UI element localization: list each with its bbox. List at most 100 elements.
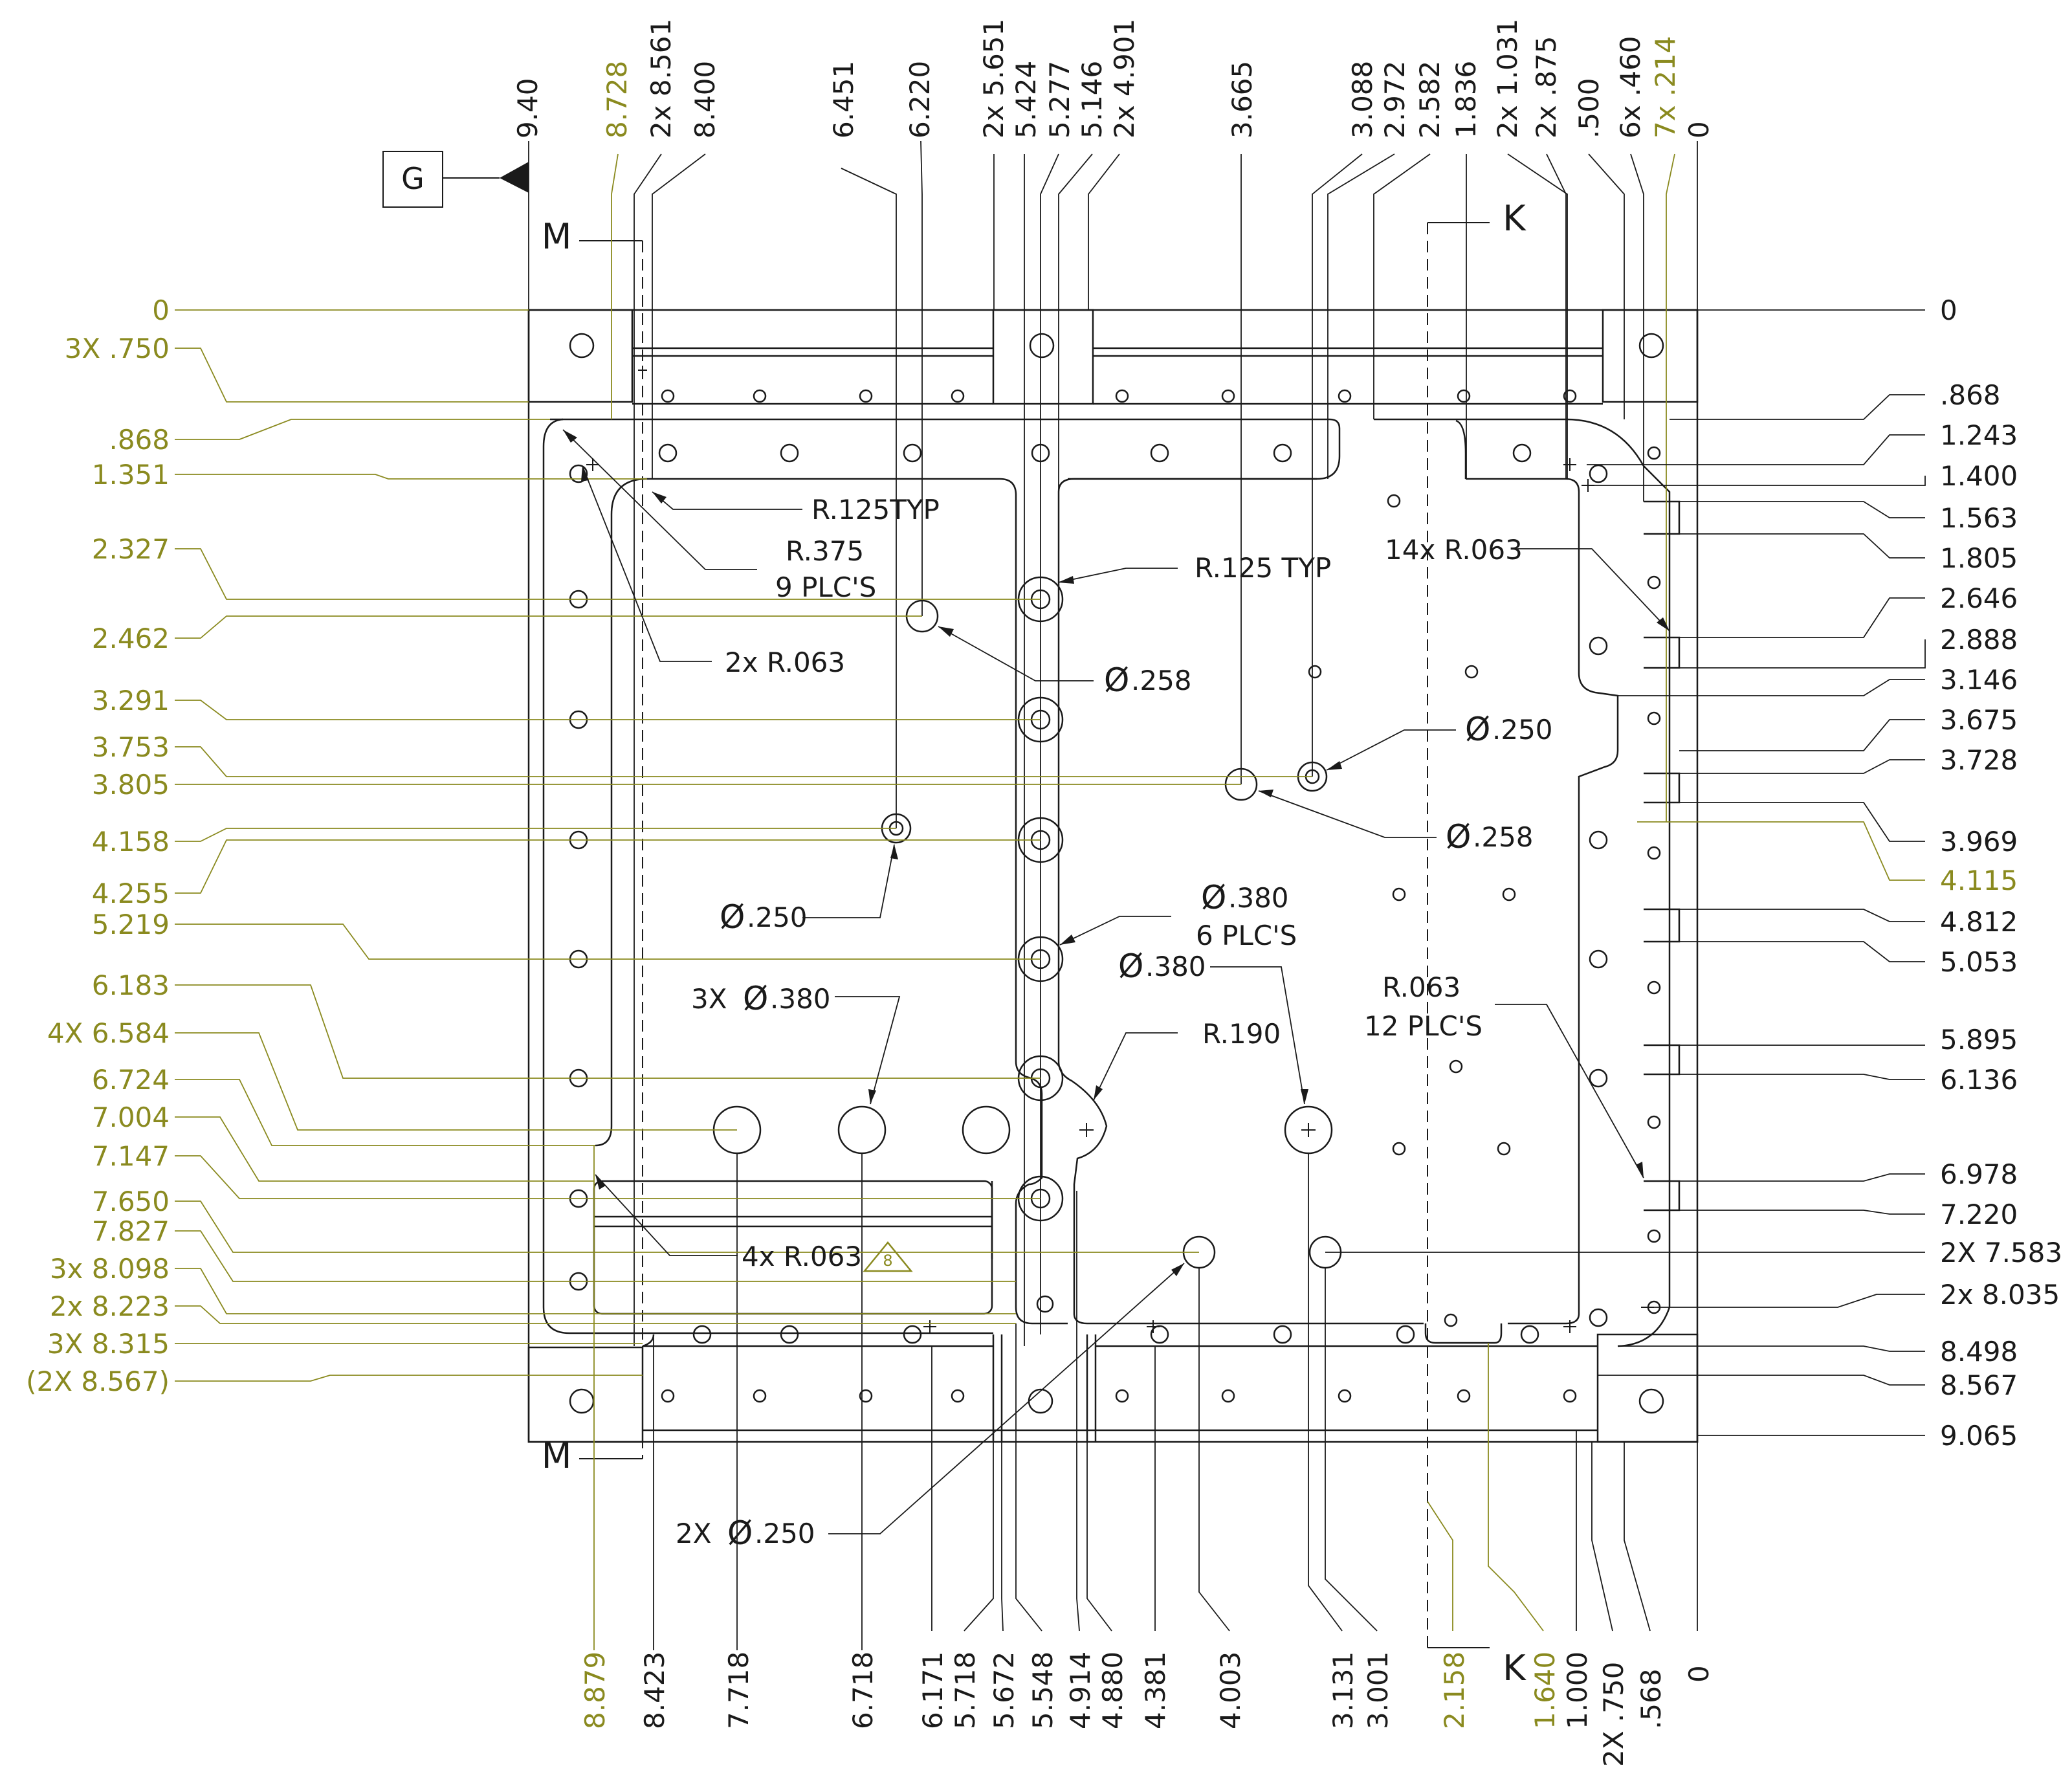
leader-line: [1679, 802, 1925, 842]
bottom-dim-label: 1.640: [1529, 1652, 1561, 1729]
hole: [1563, 389, 1577, 403]
hole: [1589, 949, 1608, 969]
top-dim-label: 5.424: [1010, 61, 1042, 138]
left-dim-label: 1.351: [92, 459, 170, 491]
left-dim-label: 3.291: [92, 685, 170, 716]
top-dim-label: 2.582: [1414, 61, 1446, 138]
hole: [1520, 1325, 1539, 1344]
datum-g-triangle: [500, 162, 529, 193]
center-pocket-left: [1057, 492, 1424, 1325]
hole: [1589, 830, 1608, 850]
top-dim-label: 3.665: [1226, 61, 1258, 138]
callout-leader: [1258, 790, 1437, 838]
arrowhead: [890, 845, 898, 859]
hole: [1221, 389, 1235, 403]
leader-line: [1001, 1442, 1004, 1632]
leader-line: [1373, 153, 1431, 419]
top-dim-label: 1.836: [1450, 61, 1482, 138]
leader-line: [1618, 1345, 1925, 1352]
arrowhead: [1636, 1162, 1644, 1178]
hole: [1563, 1389, 1577, 1403]
center-mark: [923, 1320, 936, 1333]
right-slot: [1644, 1180, 1681, 1211]
hole: [1457, 1389, 1471, 1403]
bottom-dim-label: 8.423: [639, 1652, 670, 1729]
left-dim-label: 7.147: [92, 1140, 170, 1172]
leader-line: [1308, 1153, 1343, 1632]
arrowhead: [1060, 935, 1075, 945]
right-slot: [1644, 500, 1681, 535]
leader-line-olive: [175, 348, 529, 403]
hole: [1221, 1389, 1235, 1403]
diameter-symbol: Ø: [743, 980, 768, 1017]
callout-leader: [835, 996, 901, 1105]
leader-line-olive: [1666, 153, 1675, 822]
center-mark: [1147, 1320, 1160, 1333]
bottom-dim-label: .568: [1635, 1668, 1667, 1729]
leader-line: [841, 168, 897, 828]
bottom-dim-label: 7.718: [723, 1652, 755, 1729]
leader-line-olive: [175, 1375, 643, 1382]
section-k-label-bottom: K: [1503, 1648, 1526, 1688]
hole: [753, 1389, 767, 1403]
callout-leader: [802, 844, 895, 918]
callout-leader: [1093, 1032, 1178, 1101]
hole: [1444, 1313, 1458, 1327]
left-dim-label: 3X .750: [65, 333, 170, 364]
hole: [1497, 1142, 1511, 1156]
left-dim-label: 3x 8.098: [50, 1253, 170, 1285]
left-dim-label: 7.004: [92, 1101, 170, 1133]
callout-dia258-b: .258: [1473, 821, 1534, 853]
top-dim-label: 7x .214: [1649, 36, 1681, 138]
hole: [903, 1325, 922, 1344]
right-dim-label: 6.136: [1940, 1064, 2018, 1096]
right-dim-label: 0: [1940, 294, 1957, 326]
hole: [780, 443, 799, 463]
leader-line: [1588, 476, 1926, 486]
leader-line: [1086, 1334, 1112, 1632]
hole: [1115, 389, 1129, 403]
bottom-dim-label: 8.879: [579, 1652, 611, 1729]
leader-line-olive: [175, 839, 1041, 894]
right-dimensions: 0 .868 1.243 1.400 1.563 1.805 2.646 2.8…: [1940, 294, 2062, 1452]
arrowhead: [1094, 1085, 1103, 1100]
hole: [951, 1389, 965, 1403]
hole: [1464, 665, 1479, 679]
callout-r375-qty: 9 PLC'S: [775, 571, 876, 603]
arrowhead: [868, 1089, 876, 1104]
center-mark: [1563, 1320, 1576, 1333]
leader-line-olive: [1637, 821, 1925, 881]
bottom-dim-label: 5.548: [1027, 1652, 1059, 1729]
hole: [1338, 389, 1352, 403]
leader-line-olive: [1427, 1501, 1453, 1631]
leader-line: [1325, 1268, 1378, 1632]
top-dim-label: 5.146: [1076, 61, 1108, 138]
hole: [692, 1325, 712, 1344]
left-dim-label: 4.158: [92, 826, 170, 857]
right-dim-label: 2.888: [1940, 624, 2018, 656]
top-dim-label: 9.40: [512, 78, 544, 138]
right-dim-label: 8.498: [1940, 1336, 2018, 1367]
bottom-dim-label: 4.003: [1215, 1652, 1246, 1729]
callout-r063-2x: 2x R.063: [725, 647, 845, 678]
center-mark: [586, 458, 599, 471]
diameter-symbol: Ø: [1446, 818, 1471, 856]
leader-line: [964, 1442, 994, 1632]
leader-line: [1654, 1294, 1925, 1308]
leader-line: [1312, 153, 1363, 777]
outer-plate-boundary: [527, 309, 1699, 1443]
bottom-dim-label: 0: [1683, 1665, 1715, 1683]
leader-line-olive: [175, 1116, 594, 1182]
callout-leader: [582, 465, 712, 662]
right-pocket-profile: [1465, 478, 1619, 1325]
leader-line: [1618, 679, 1925, 696]
hole: [661, 389, 675, 403]
leader-line: [1040, 153, 1059, 1334]
hole: [859, 389, 873, 403]
callout-dia250-2x-prefix: 2X: [676, 1518, 712, 1549]
leader-line: [1598, 1375, 1925, 1386]
hole: [661, 1389, 675, 1403]
top-dim-label: 2x 4.901: [1108, 19, 1140, 138]
bottom-dim-label: 3.131: [1327, 1652, 1359, 1729]
